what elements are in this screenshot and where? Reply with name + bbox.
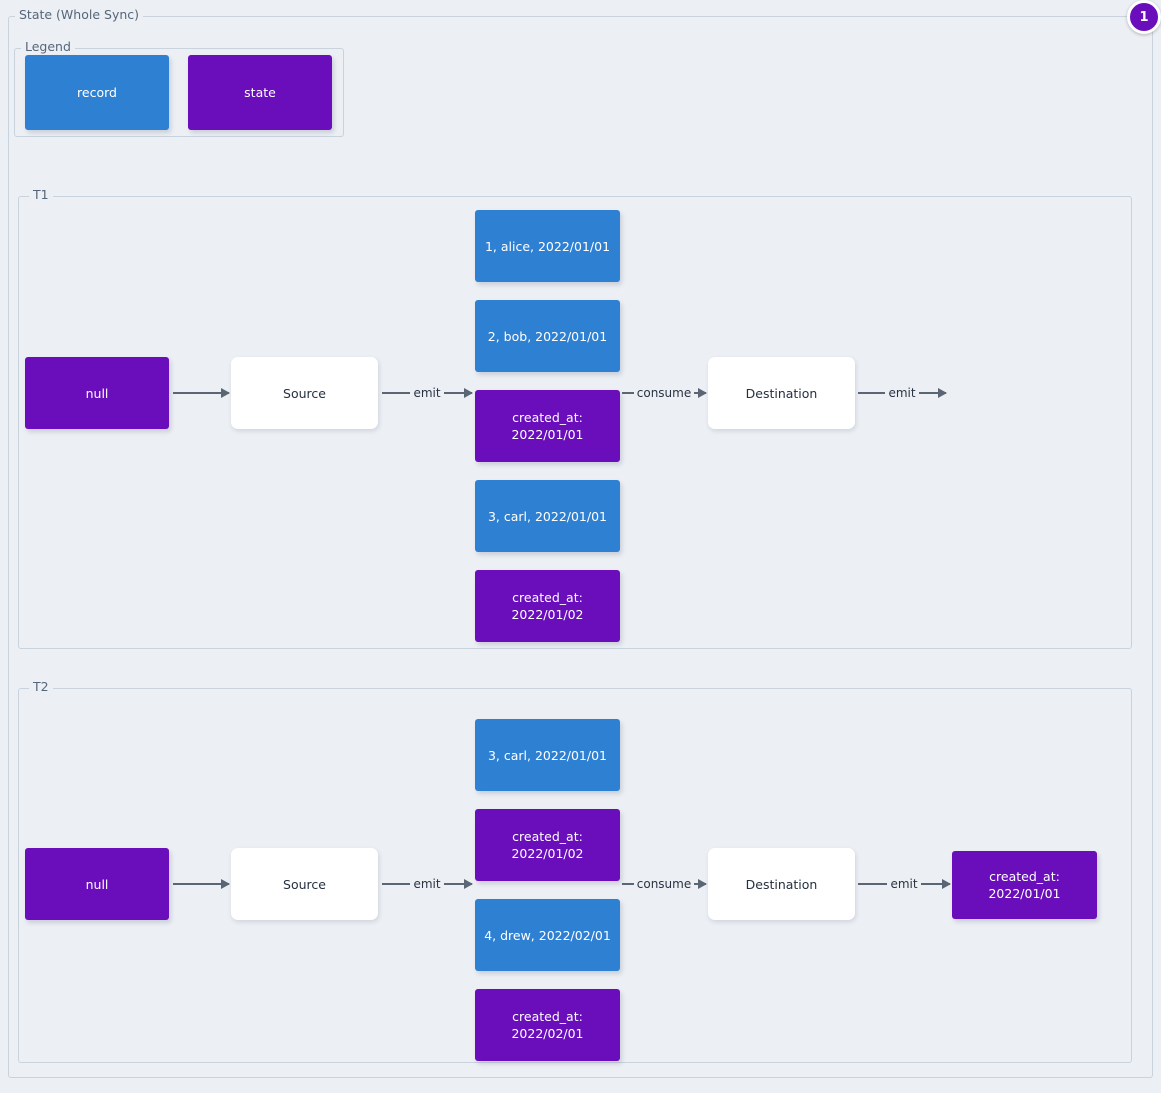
t2-state-out-node: created_at: 2022/01/01 [952, 851, 1097, 919]
edge-line [173, 883, 229, 885]
t1-record-1: 1, alice, 2022/01/01 [475, 210, 620, 282]
t1-record-2: 2, bob, 2022/01/01 [475, 300, 620, 372]
t1-subgraph-label: T1 [29, 188, 53, 202]
t1-record-3: 3, carl, 2022/01/01 [475, 480, 620, 552]
t2-source-node: Source [231, 848, 378, 920]
t1-source-node: Source [231, 357, 378, 429]
edge-label-emit: emit [410, 877, 444, 891]
t2-record-1: 3, carl, 2022/01/01 [475, 719, 620, 791]
root-subgraph-label: State (Whole Sync) [15, 8, 144, 22]
arrow-head-icon [698, 879, 707, 889]
edge-label-emit: emit [410, 386, 444, 400]
t2-state-in-node: null [25, 848, 169, 920]
t2-state-2: created_at: 2022/02/01 [475, 989, 620, 1061]
t1-destination-node: Destination [708, 357, 855, 429]
t2-edge-state-to-source [173, 874, 230, 894]
t1-edge-source-emit: emit [382, 383, 473, 403]
legend-subgraph-label: Legend [21, 40, 75, 54]
t1-edge-state-to-source [173, 383, 230, 403]
arrow-head-icon [698, 388, 707, 398]
t2-record-2: 4, drew, 2022/02/01 [475, 899, 620, 971]
t1-state-in-node: null [25, 357, 169, 429]
arrow-head-icon [942, 879, 951, 889]
step-badge[interactable]: 1 [1127, 0, 1161, 34]
t2-edge-destination-emit: emit [858, 874, 951, 894]
t1-state-1: created_at: 2022/01/01 [475, 390, 620, 462]
arrow-head-icon [464, 879, 473, 889]
t2-state-1: created_at: 2022/01/02 [475, 809, 620, 881]
arrow-head-icon [938, 388, 947, 398]
t2-destination-node: Destination [708, 848, 855, 920]
t1-edge-consume: consume [622, 383, 707, 403]
edge-label-consume: consume [633, 386, 695, 400]
t2-edge-source-emit: emit [382, 874, 473, 894]
legend-state-swatch: state [188, 55, 332, 130]
edge-label-emit: emit [885, 386, 919, 400]
edge-line [173, 392, 229, 394]
edge-label-consume: consume [633, 877, 695, 891]
arrow-head-icon [464, 388, 473, 398]
t1-edge-destination-emit: emit [858, 383, 947, 403]
arrow-head-icon [221, 388, 230, 398]
legend-record-swatch: record [25, 55, 169, 130]
arrow-head-icon [221, 879, 230, 889]
t2-subgraph-label: T2 [29, 680, 53, 694]
t1-state-2: created_at: 2022/01/02 [475, 570, 620, 642]
edge-label-emit: emit [887, 877, 921, 891]
t2-edge-consume: consume [622, 874, 707, 894]
